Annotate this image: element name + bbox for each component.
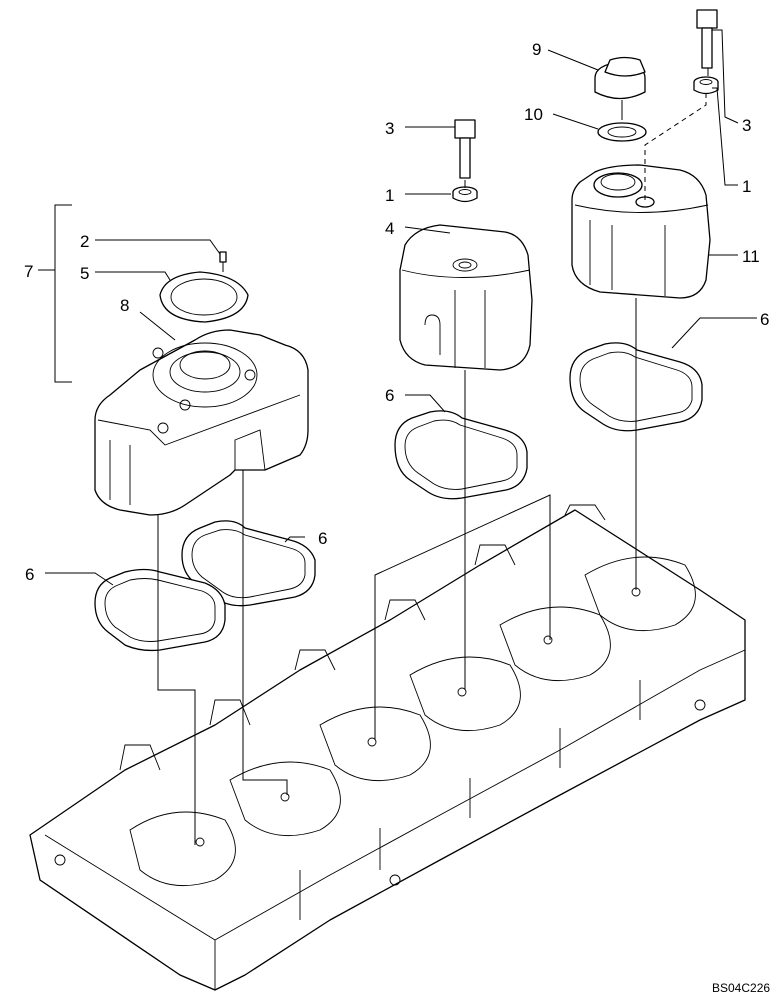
callout-4: 4 bbox=[385, 219, 394, 238]
callout-3-center: 3 bbox=[385, 119, 394, 138]
left-valve-cover-assembly bbox=[94, 251, 316, 652]
oil-filler-cap bbox=[594, 56, 646, 100]
callout-6-left: 6 bbox=[25, 565, 34, 584]
valve-cover-gasket bbox=[394, 410, 528, 500]
callout-6-mid: 6 bbox=[318, 529, 327, 548]
reference-code: BS04C226 bbox=[712, 981, 770, 995]
callout-labels: 2 5 7 8 3 1 4 6 9 10 3 1 11 6 6 6 bbox=[24, 40, 769, 584]
callout-6-right: 6 bbox=[760, 310, 769, 329]
valve-cover-with-filler bbox=[571, 164, 711, 299]
valve-cover-gasket bbox=[94, 568, 226, 652]
callout-leaders bbox=[38, 29, 757, 586]
callout-3-right: 3 bbox=[742, 116, 751, 135]
oil-cap-seal bbox=[597, 122, 647, 142]
callout-11: 11 bbox=[742, 247, 760, 266]
callout-1-center: 1 bbox=[385, 186, 394, 205]
callout-5: 5 bbox=[80, 264, 89, 283]
valve-cover-with-breather bbox=[94, 329, 309, 516]
bolt bbox=[454, 119, 476, 139]
bolt bbox=[696, 9, 718, 29]
washer bbox=[452, 186, 478, 203]
right-valve-cover-assembly bbox=[569, 9, 719, 432]
callout-10: 10 bbox=[524, 105, 543, 124]
washer bbox=[693, 76, 719, 95]
callout-7: 7 bbox=[24, 262, 33, 281]
assembly-lines bbox=[157, 68, 709, 845]
center-valve-cover-assembly bbox=[394, 119, 533, 500]
screw bbox=[219, 251, 227, 263]
callout-2: 2 bbox=[80, 232, 89, 251]
breather-gasket bbox=[159, 271, 249, 323]
callout-1-right: 1 bbox=[742, 177, 751, 196]
callout-8: 8 bbox=[120, 296, 129, 315]
valve-cover bbox=[399, 224, 533, 371]
callout-6-center: 6 bbox=[385, 386, 394, 405]
cylinder-head bbox=[29, 504, 746, 991]
callout-9: 9 bbox=[532, 40, 541, 59]
